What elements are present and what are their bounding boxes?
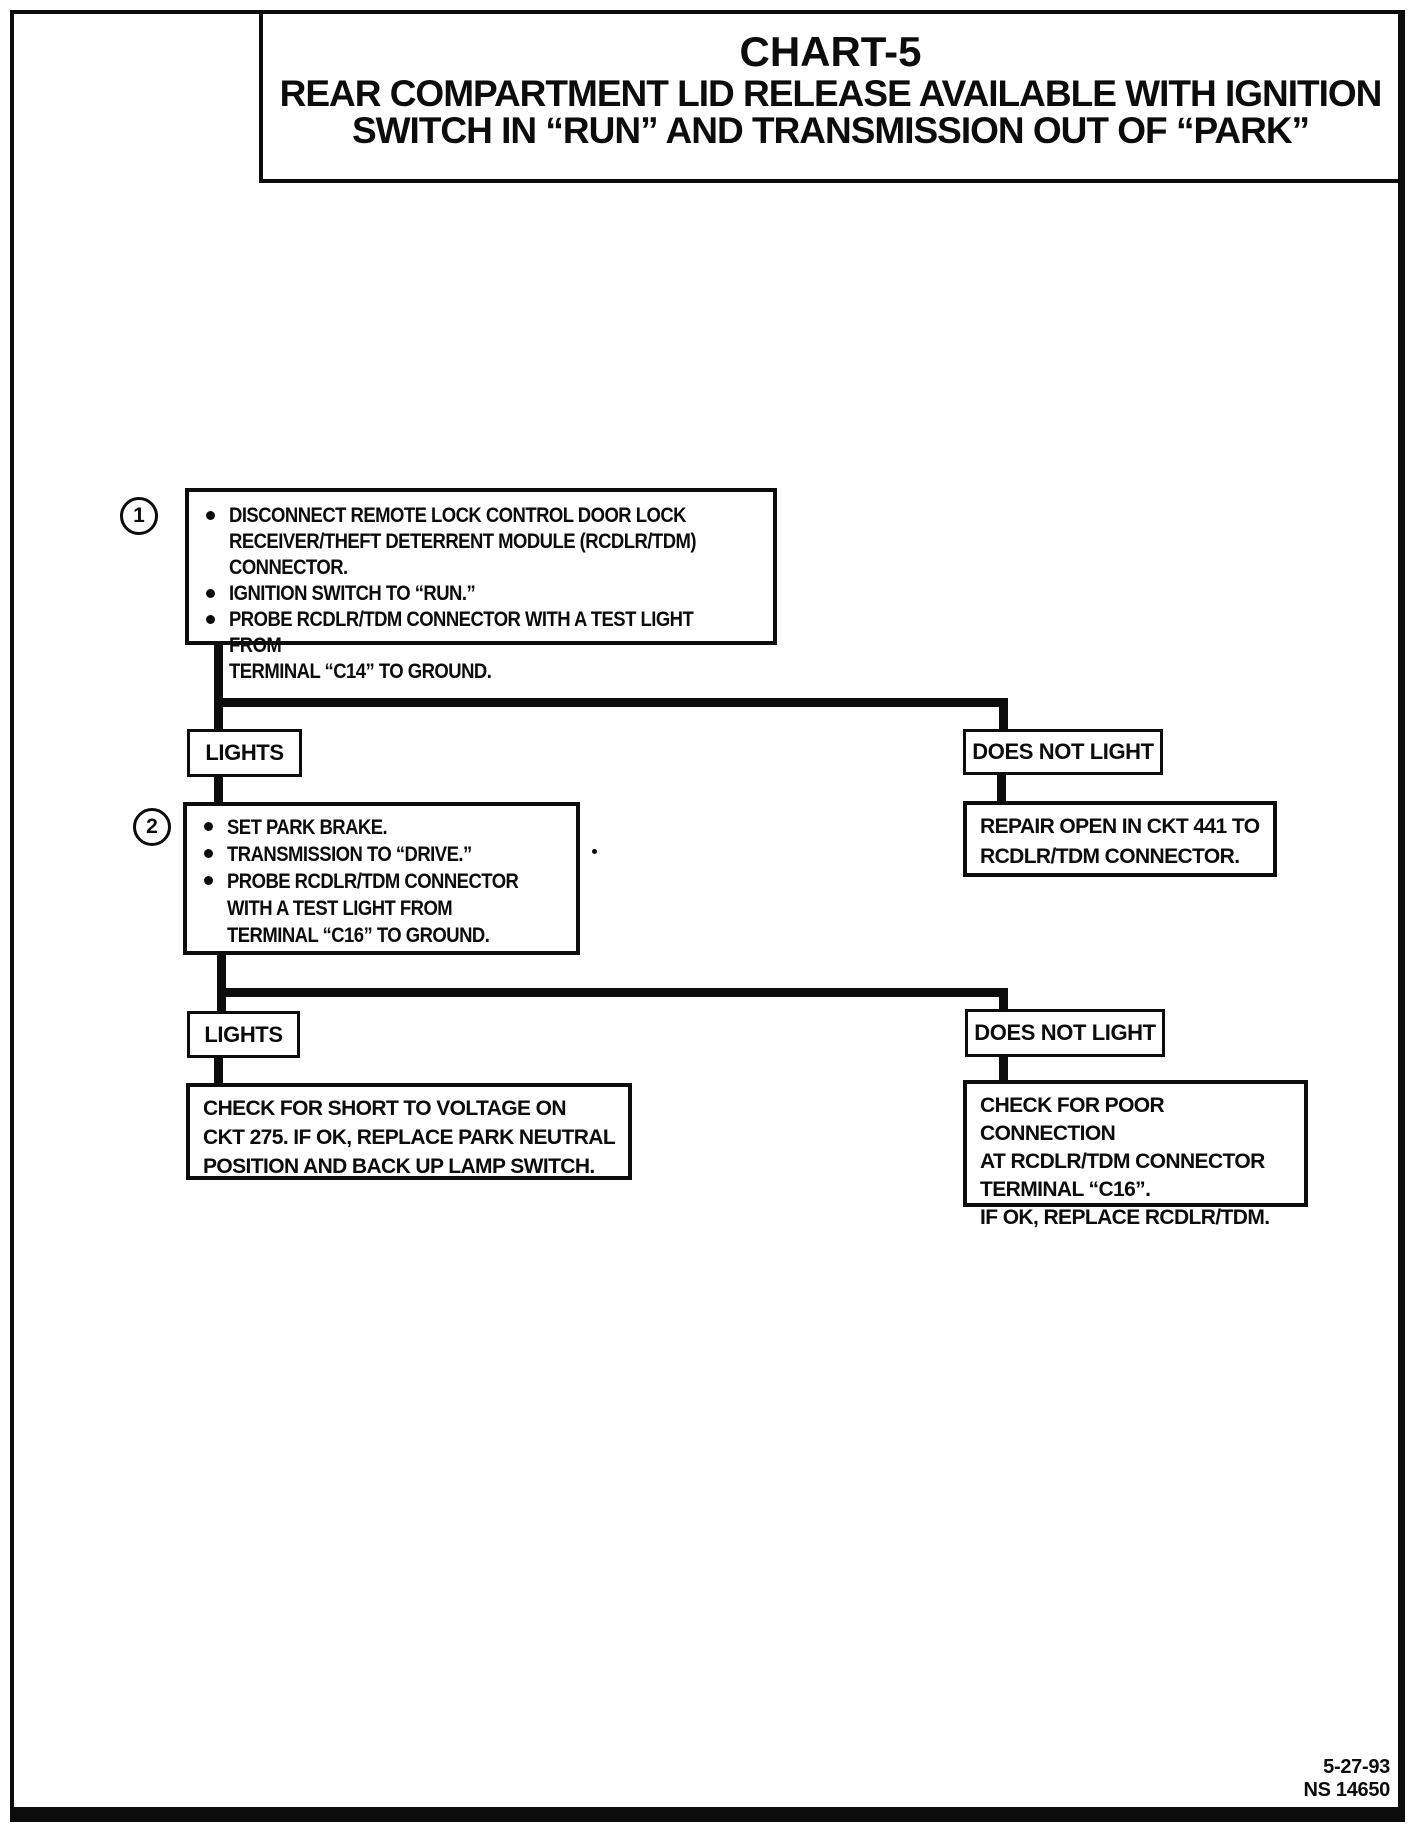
step-2-bullet-2-text: TRANSMISSION TO “DRIVE.” <box>227 843 472 866</box>
footer-date: 5-27-93 <box>1323 1756 1390 1778</box>
connector-step2-down <box>217 953 226 1013</box>
connector-dnl1-to-repair <box>997 775 1006 803</box>
branch2-does-not-light-text: DOES NOT LIGHT <box>974 1020 1156 1045</box>
footer-doc-number: NS 14650 <box>1303 1779 1390 1801</box>
bullet-icon <box>204 849 213 858</box>
branch2-lights-text: LIGHTS <box>204 1021 283 1047</box>
step-1-bullet-3: PROBE RCDLR/TDM CONNECTOR WITH A TEST LI… <box>206 607 773 685</box>
connector-branch1-horizontal <box>214 698 1008 707</box>
chart-subtitle-line-1: REAR COMPARTMENT LID RELEASE AVAILABLE W… <box>279 73 1383 114</box>
connector-branch2-horizontal <box>217 988 1008 997</box>
bullet-icon <box>206 589 215 598</box>
branch1-lights-text: LIGHTS <box>205 740 284 765</box>
branch2-lights-label: LIGHTS <box>187 1011 300 1058</box>
step-1-box: DISCONNECT REMOTE LOCK CONTROL DOOR LOCK… <box>185 488 777 683</box>
stray-print-mark <box>592 849 597 854</box>
step-1-number-circle: 1 <box>120 497 158 535</box>
check-poor-connection-box: CHECK FOR POOR CONNECTION AT RCDLR/TDM C… <box>963 1080 1308 1229</box>
step-2-number-circle: 2 <box>133 808 171 846</box>
step-1-bullet-2-text: IGNITION SWITCH TO “RUN.” <box>229 582 476 605</box>
step-1-bullet-1-text: DISCONNECT REMOTE LOCK CONTROL DOOR LOCK… <box>229 504 697 579</box>
bullet-icon <box>206 511 215 520</box>
chart-title: CHART-5 <box>739 28 922 75</box>
step-2-number: 2 <box>146 815 158 838</box>
connector-lights1-to-step2 <box>214 777 223 804</box>
step-2-box: SET PARK BRAKE. TRANSMISSION TO “DRIVE.”… <box>183 802 580 955</box>
step-1-bullet-2: IGNITION SWITCH TO “RUN.” <box>206 581 773 607</box>
repair-open-ckt441-box: REPAIR OPEN IN CKT 441 TO RCDLR/TDM CONN… <box>963 801 1277 877</box>
branch1-lights-label: LIGHTS <box>187 729 302 777</box>
branch1-does-not-light-text: DOES NOT LIGHT <box>972 739 1154 764</box>
step-2-bullet-1-text: SET PARK BRAKE. <box>227 816 388 839</box>
check-short-to-voltage-box: CHECK FOR SHORT TO VOLTAGE ON CKT 275. I… <box>186 1083 632 1180</box>
bullet-icon <box>204 822 213 831</box>
step-1-number: 1 <box>133 504 145 527</box>
connector-step1-down <box>214 642 223 734</box>
step-2-bullet-3-text: PROBE RCDLR/TDM CONNECTOR WITH A TEST LI… <box>227 870 519 947</box>
step-2-bullet-1: SET PARK BRAKE. <box>204 814 576 841</box>
step-1-bullet-3-text: PROBE RCDLR/TDM CONNECTOR WITH A TEST LI… <box>229 608 694 683</box>
branch1-does-not-light-label: DOES NOT LIGHT <box>963 729 1163 775</box>
connector-branch2-right-drop <box>999 988 1008 1012</box>
step-2-bullet-2: TRANSMISSION TO “DRIVE.” <box>204 841 576 868</box>
title-box: CHART-5 REAR COMPARTMENT LID RELEASE AVA… <box>259 10 1402 183</box>
step-1-bullet-1: DISCONNECT REMOTE LOCK CONTROL DOOR LOCK… <box>206 503 773 581</box>
step-2-bullet-3: PROBE RCDLR/TDM CONNECTOR WITH A TEST LI… <box>204 868 576 949</box>
connector-lights2-to-check <box>214 1058 223 1085</box>
branch2-does-not-light-label: DOES NOT LIGHT <box>965 1009 1165 1057</box>
bullet-icon <box>206 615 215 624</box>
chart-subtitle-line-2: SWITCH IN “RUN” AND TRANSMISSION OUT OF … <box>351 110 1310 151</box>
bullet-icon <box>204 876 213 885</box>
connector-branch1-right-drop <box>999 698 1008 731</box>
footer: 5-27-93 NS 14650 <box>1303 1756 1390 1802</box>
connector-dnl2-to-check <box>999 1057 1008 1082</box>
